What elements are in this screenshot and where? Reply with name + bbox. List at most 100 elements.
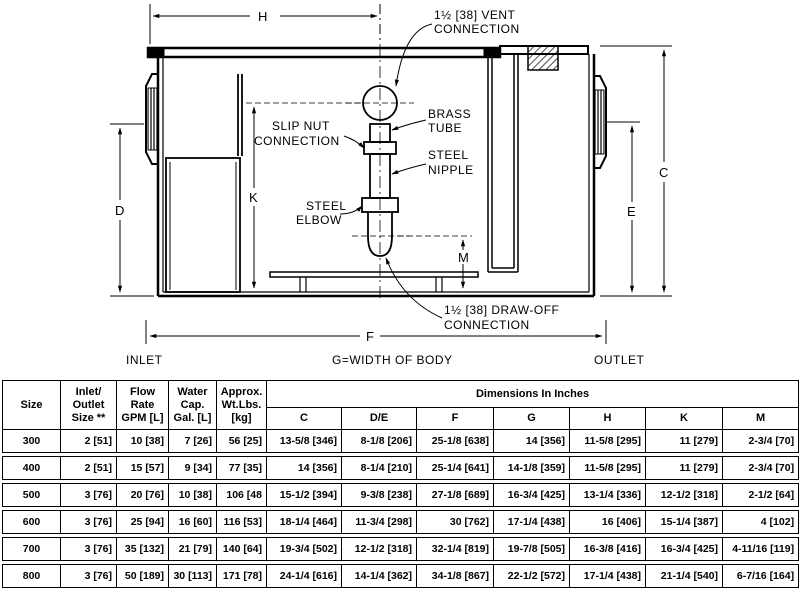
dimension-m-label: M (458, 250, 469, 265)
table-cell: 17-1/4 [438] (493, 510, 570, 534)
dimension-h-label: H (258, 9, 267, 24)
table-cell: 6-7/16 [164] (721, 564, 800, 588)
table-cell: 18-1/4 [464] (266, 510, 342, 534)
table-cell: 300 (2, 429, 61, 453)
table-cell: 9-3/8 [238] (341, 483, 417, 507)
table-cell: 30 [113] (168, 564, 217, 588)
table-cell: 22-1/2 [572] (493, 564, 570, 588)
svg-text:ELBOW: ELBOW (296, 213, 342, 227)
dimension-d-label: D (115, 203, 124, 218)
interceptor-section-drawing: H (110, 4, 672, 367)
inlet-hub (145, 73, 159, 165)
dimension-m: M (398, 235, 472, 289)
svg-text:1½ [38] VENT: 1½ [38] VENT (434, 8, 516, 22)
table-cell: 2 [51] (60, 429, 117, 453)
header-de: D/E (341, 407, 417, 430)
dimension-f: F (145, 320, 607, 344)
draw-off-callout: 1½ [38] DRAW-OFF CONNECTION (385, 257, 559, 332)
table-cell: 77 [35] (216, 456, 267, 480)
table-cell: 11 [279] (645, 456, 723, 480)
inlet-label: INLET (126, 353, 163, 367)
table-cell: 10 [38] (168, 483, 217, 507)
table-cell: 2-1/2 [64] (721, 483, 800, 507)
header-k: K (645, 407, 723, 430)
svg-text:SLIP NUT: SLIP NUT (272, 119, 330, 133)
header-c: C (266, 407, 342, 430)
header-h: H (569, 407, 646, 430)
dimension-k: K (246, 102, 362, 289)
table-cell: 4-11/16 [119] (721, 537, 800, 561)
table-cell: 16-3/4 [425] (493, 483, 570, 507)
dimension-d: D (110, 123, 154, 297)
svg-text:CONNECTION: CONNECTION (434, 22, 520, 36)
table-cell: 27-1/8 [689] (416, 483, 494, 507)
vent-callout: 1½ [38] VENT CONNECTION (394, 8, 520, 87)
table-cell: 14-1/4 [362] (341, 564, 417, 588)
table-cell: 106 [48 (216, 483, 267, 507)
header-dimensions: Dimensions In Inches (265, 380, 800, 408)
brass-tube-callout: BRASS TUBE (391, 107, 471, 135)
table-cell: 11-5/8 [295] (569, 429, 646, 453)
table-cell: 11-5/8 [295] (569, 456, 646, 480)
svg-text:1½ [38] DRAW-OFF: 1½ [38] DRAW-OFF (444, 303, 559, 317)
table-cell: 19-3/4 [502] (266, 537, 342, 561)
table-cell: 12-1/2 [318] (341, 537, 417, 561)
svg-text:CONNECTION: CONNECTION (444, 318, 530, 332)
table-cell: 3 [76] (60, 537, 117, 561)
slip-nut-callout: SLIP NUT CONNECTION (254, 119, 365, 149)
table-cell: 50 [189] (116, 564, 169, 588)
dimension-e-label: E (627, 204, 636, 219)
outlet-label: OUTLET (594, 353, 645, 367)
table-cell: 16 [60] (168, 510, 217, 534)
table-cell: 16-3/4 [425] (645, 537, 723, 561)
table-cell: 32-1/4 [819] (416, 537, 494, 561)
svg-text:CONNECTION: CONNECTION (254, 134, 340, 148)
table-cell: 3 [76] (60, 510, 117, 534)
table-cell: 20 [76] (116, 483, 169, 507)
outlet-hub (593, 75, 607, 169)
table-cell: 16 [406] (569, 510, 646, 534)
table-cell: 15 [57] (116, 456, 169, 480)
header-m: M (721, 407, 800, 430)
table-cell: 14 [356] (266, 456, 342, 480)
table-cell: 12-1/2 [318] (645, 483, 723, 507)
table-cell: 35 [132] (116, 537, 169, 561)
table-cell: 3 [76] (60, 564, 117, 588)
table-cell: 171 [78] (216, 564, 267, 588)
table-cell: 24-1/4 [616] (266, 564, 342, 588)
table-cell: 19-7/8 [505] (493, 537, 570, 561)
table-cell: 13-5/8 [346] (266, 429, 342, 453)
header-f: F (416, 407, 494, 430)
dimension-f-label: F (366, 329, 374, 344)
svg-text:TUBE: TUBE (428, 121, 462, 135)
table-cell: 25-1/8 [638] (416, 429, 494, 453)
table-cell: 500 (2, 483, 61, 507)
svg-text:STEEL: STEEL (428, 148, 469, 162)
header-size: Size (2, 380, 61, 430)
table-cell: 25 [94] (116, 510, 169, 534)
table-cell: 15-1/4 [387] (645, 510, 723, 534)
table-cell: 8-1/4 [210] (341, 456, 417, 480)
table-cell: 25-1/4 [641] (416, 456, 494, 480)
table-cell: 11 [279] (645, 429, 723, 453)
table-cell: 116 [53] (216, 510, 267, 534)
table-cell: 34-1/8 [867] (416, 564, 494, 588)
table-cell: 140 [64] (216, 537, 267, 561)
tank-body (146, 45, 596, 298)
table-cell: 14-1/8 [359] (493, 456, 570, 480)
table-cell: 21-1/4 [540] (645, 564, 723, 588)
table-cell: 7 [26] (168, 429, 217, 453)
table-cell: 2-3/4 [70] (721, 456, 800, 480)
steel-nipple-callout: STEEL NIPPLE (391, 148, 473, 177)
table-cell: 3 [76] (60, 483, 117, 507)
table-cell: 11-3/4 [298] (341, 510, 417, 534)
table-cell: 10 [38] (116, 429, 169, 453)
